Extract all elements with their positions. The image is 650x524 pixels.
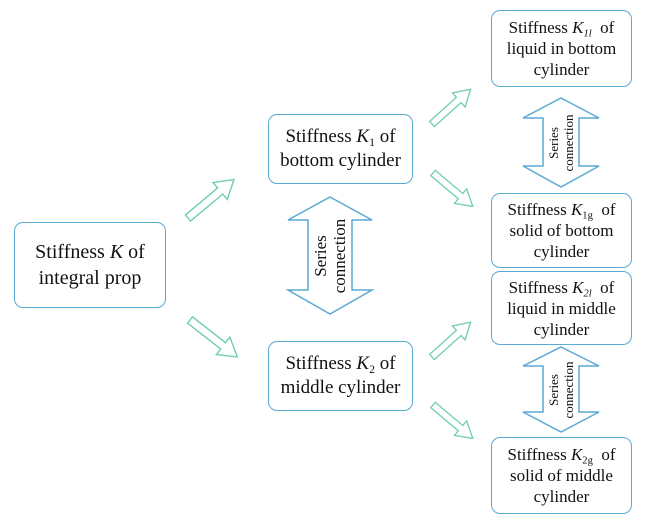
double-arrow-middle — [522, 346, 600, 433]
node-line1: Stiffness K2g of — [507, 445, 616, 467]
node-line1: Stiffness K1 of — [285, 126, 396, 150]
node-line3: cylinder — [533, 242, 590, 261]
node-line1: Stiffness K2 of — [285, 353, 396, 377]
node-line2: middle cylinder — [280, 377, 401, 398]
node-line3: cylinder — [533, 319, 590, 339]
series-label-line2: connection — [561, 114, 576, 172]
arrow-root-to-k1 — [180, 170, 242, 228]
series-connection-middle-label: Series connection — [545, 350, 577, 430]
node-line3: cylinder — [533, 487, 590, 506]
arrow-root-to-k2 — [182, 310, 245, 367]
series-label-line1: Series — [546, 127, 561, 159]
series-label-line1: Series — [311, 235, 330, 277]
node-line1: Stiffness K2l of — [508, 277, 615, 300]
node-solid-middle-cylinder: Stiffness K2g of solid of middle cylinde… — [491, 437, 632, 514]
node-line1: Stiffness K1g of — [507, 200, 616, 222]
node-bottom-cylinder: Stiffness K1 of bottom cylinder — [268, 114, 413, 184]
node-liquid-middle-cylinder: Stiffness K2l of liquid in middle cylind… — [491, 271, 632, 345]
node-middle-cylinder: Stiffness K2 of middle cylinder — [268, 341, 413, 411]
node-line2: liquid in bottom — [506, 39, 617, 58]
node-liquid-bottom-cylinder: Stiffness K1l of liquid in bottom cylind… — [491, 10, 632, 87]
node-integral-prop: Stiffness K of integral prop — [14, 222, 166, 308]
series-label-line2: connection — [330, 218, 349, 294]
node-line2: integral prop — [38, 267, 142, 289]
double-arrow-main — [285, 196, 375, 315]
node-line1: Stiffness K1l of — [508, 18, 615, 40]
node-line2: solid of bottom — [509, 221, 614, 240]
series-label-line2: connection — [561, 361, 576, 419]
series-connection-main-label: Series connection — [310, 206, 350, 306]
node-line1: Stiffness K of — [35, 241, 145, 263]
arrow-k1-to-k1g — [426, 165, 480, 215]
node-line2: liquid in middle — [507, 298, 616, 318]
arrow-k2-to-k2l — [424, 314, 478, 365]
node-line2: bottom cylinder — [280, 150, 401, 171]
node-line3: cylinder — [533, 60, 590, 79]
arrow-k2-to-k2g — [426, 397, 480, 447]
series-connection-bottom-label: Series connection — [545, 103, 577, 183]
node-solid-bottom-cylinder: Stiffness K1g of solid of bottom cylinde… — [491, 193, 632, 268]
arrow-k1-to-k1l — [424, 81, 478, 132]
node-line2: solid of middle — [510, 466, 613, 485]
double-arrow-bottom — [522, 97, 600, 188]
series-label-line1: Series — [546, 374, 561, 406]
